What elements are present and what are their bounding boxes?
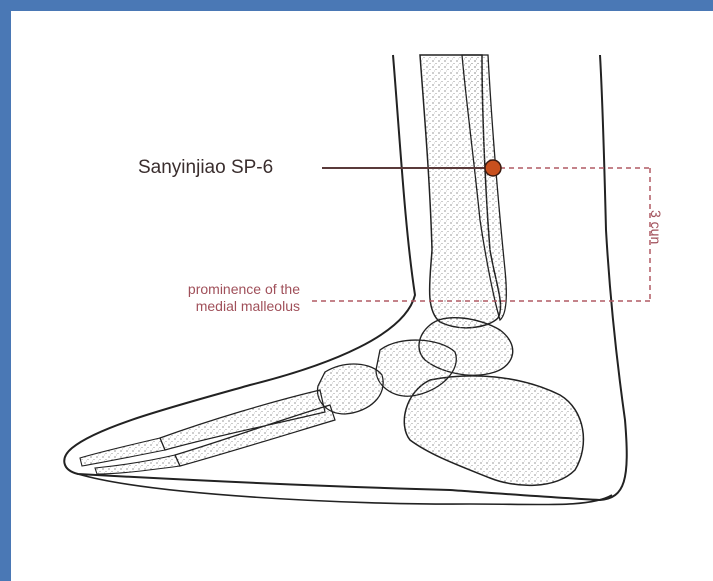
landmark-label-line2: medial malleolus [120,298,300,315]
calcaneus-bone [404,376,583,485]
landmark-label: prominence of the medial malleolus [120,281,300,315]
measure-label: 3 cun [648,210,664,244]
acupoint-marker-icon[interactable] [485,160,501,176]
metatarsal-bones [160,390,335,466]
landmark-label-line1: prominence of the [120,281,300,298]
acupoint-label: Sanyinjiao SP-6 [138,157,273,179]
